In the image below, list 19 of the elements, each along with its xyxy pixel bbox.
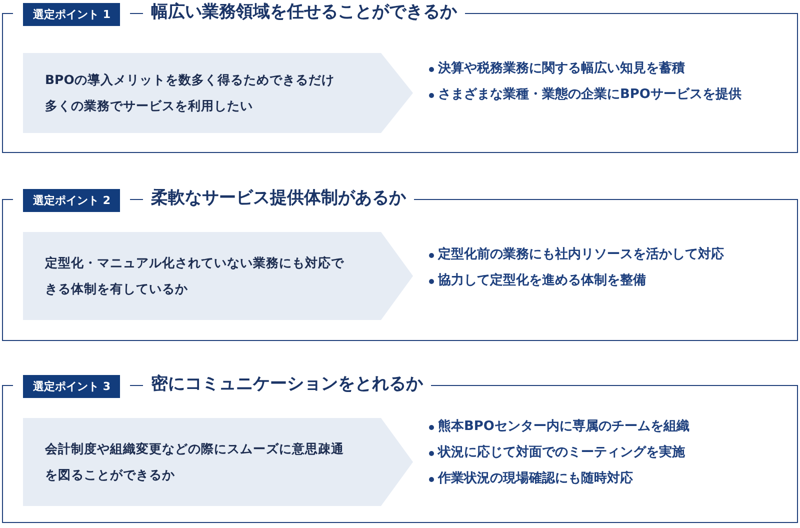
bullet-item: 協力して定型化を進める体制を整備 <box>428 268 724 294</box>
chevron-box <box>23 53 413 133</box>
bullet-item: 作業状況の現場確認にも随時対応 <box>428 466 690 492</box>
bullet-item: 熊本BPOセンター内に専属のチームを組織 <box>428 414 690 440</box>
point-badge: 選定ポイント 3 <box>23 375 120 398</box>
bullet-item: 定型化前の業務にも社内リソースを活かして対応 <box>428 242 724 268</box>
chevron-text: 定型化・マニュアル化されていない業務にも対応できる体制を有しているか <box>45 254 345 298</box>
section-title: 幅広い業務領域を任せることができるか <box>143 0 465 23</box>
chevron-box <box>23 232 413 320</box>
point-badge: 選定ポイント 2 <box>23 189 120 212</box>
bullet-item: 状況に応じて対面でのミーティングを実施 <box>428 440 690 466</box>
bullet-item: 決算や税務業務に関する幅広い知見を蓄積 <box>428 56 742 82</box>
chevron-text: 会計制度や組織変更などの際にスムーズに意思疎通を図ることができるか <box>45 440 345 484</box>
bullet-item: さまざまな業種・業態の企業にBPOサービスを提供 <box>428 82 742 108</box>
chevron-text: BPOの導入メリットを数多く得るためできるだけ多くの業務でサービスを利用したい <box>45 71 336 115</box>
point-badge: 選定ポイント 1 <box>23 3 120 26</box>
section-title: 密にコミュニケーションをとれるか <box>143 372 431 395</box>
chevron-box <box>23 418 413 506</box>
section-title: 柔軟なサービス提供体制があるか <box>143 186 414 209</box>
